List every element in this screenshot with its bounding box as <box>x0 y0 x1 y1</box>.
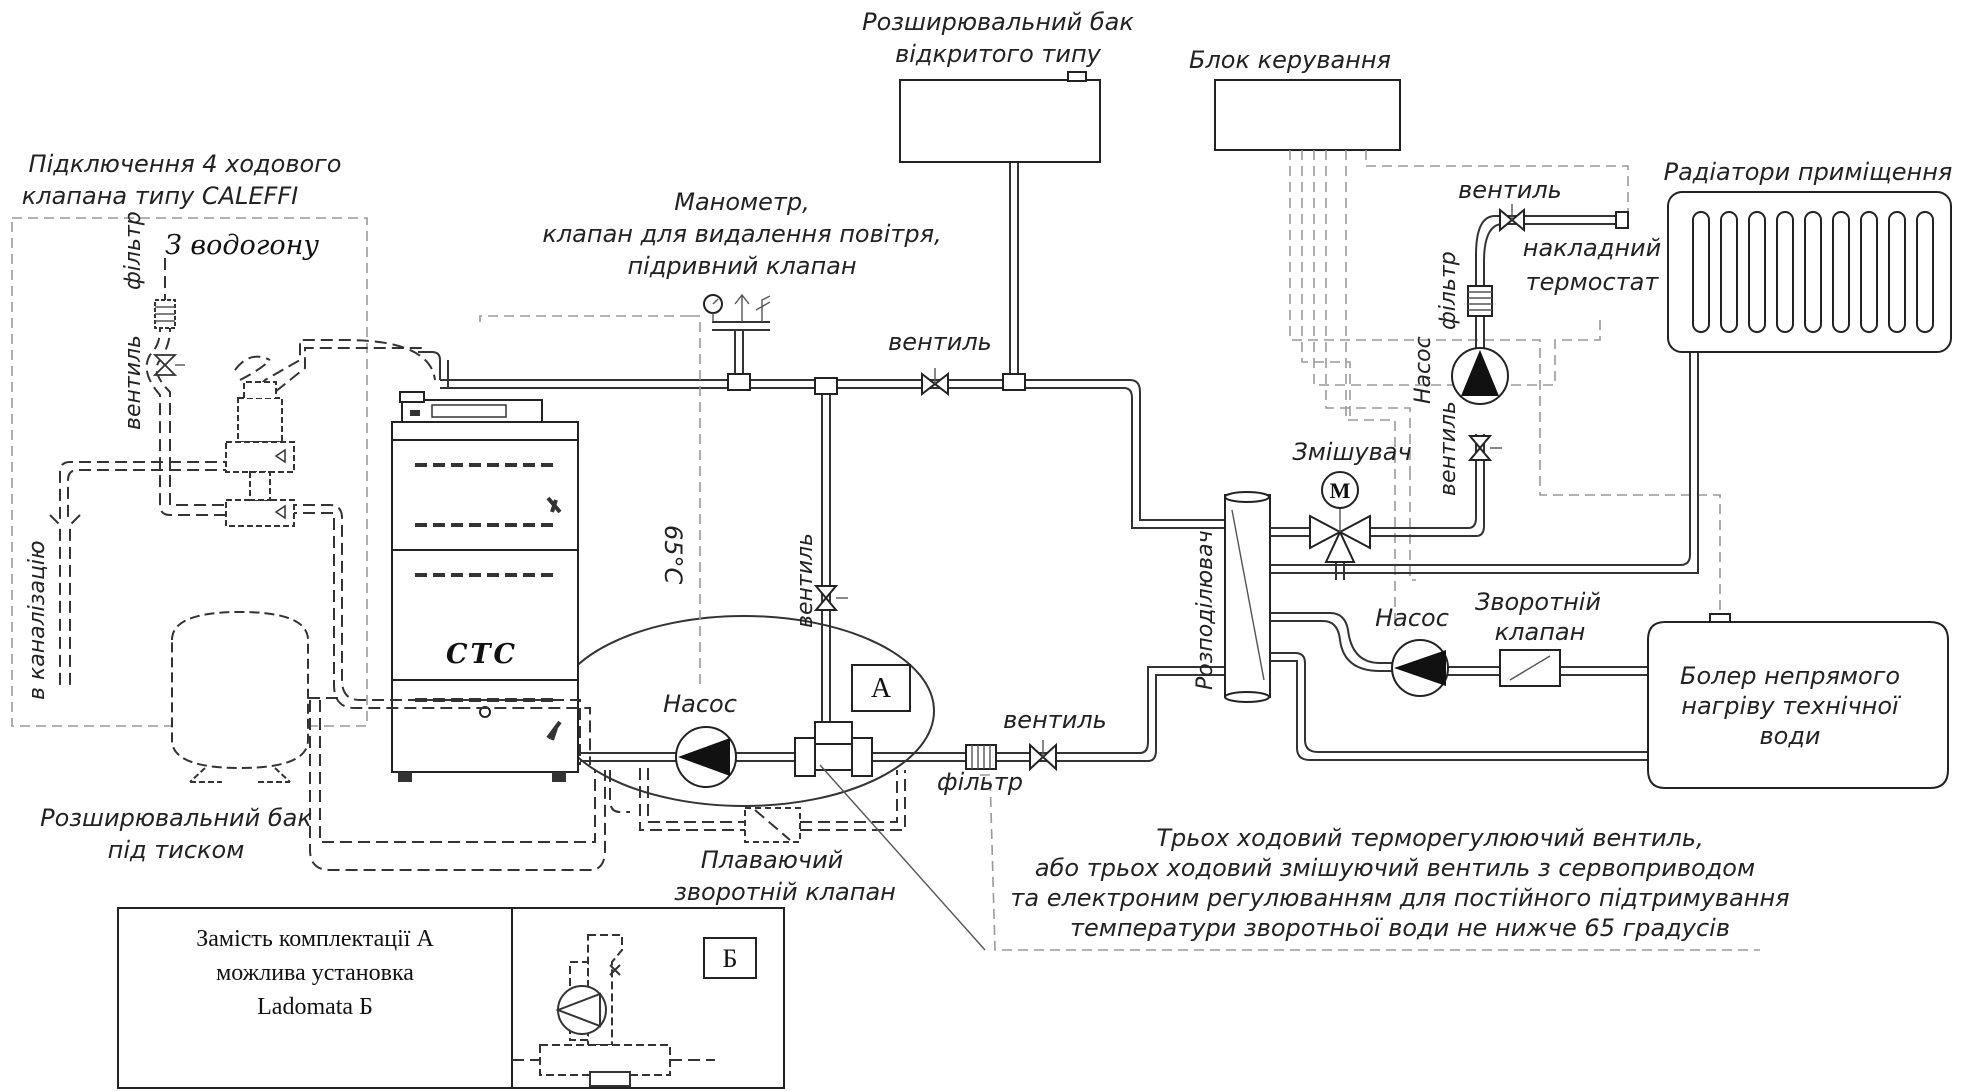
thermostat-label-2: термостат <box>1526 268 1660 296</box>
mixer-motor-icon <box>1321 471 1359 509</box>
set-a-tag <box>851 664 911 712</box>
float-check-label-2: зворотній клапан <box>674 878 896 906</box>
supply-valve-label: вентиль <box>888 328 992 356</box>
check-valve-label-2: клапан <box>1495 618 1586 646</box>
distributor-pipes <box>1270 215 1700 761</box>
radiator-valve-top-label: вентиль <box>1458 176 1562 204</box>
solid-fuel-boiler <box>391 399 579 782</box>
dhw-label-1: Болер непрямого <box>1680 662 1900 690</box>
manometer-label-1: Манометр, <box>674 188 810 216</box>
bypass-valve-label: вентиль <box>793 533 818 628</box>
float-check-valve <box>639 768 906 843</box>
return-valve-icon <box>1029 740 1057 772</box>
manometer-branch <box>703 293 771 391</box>
pressure-tank-label-2: під тиском <box>108 836 245 864</box>
pump-a-icon <box>675 726 737 788</box>
hydraulic-distributor <box>1224 491 1271 703</box>
dhw-pump-label: Насос <box>1375 604 1449 632</box>
three-way-label-1: Трьох ходовий терморегулюючий вентиль, <box>1156 824 1703 852</box>
control-unit <box>1214 79 1401 151</box>
return-filter-icon <box>965 744 997 770</box>
mixer-valve-icon <box>1309 508 1371 563</box>
radiator-valve-label: вентиль <box>1436 401 1461 496</box>
open-expansion-tank <box>899 79 1101 163</box>
ladomat-label-2: можлива установка <box>216 960 414 986</box>
pressure-tank-label-1: Розширювальний бак <box>40 804 312 832</box>
water-filter-icon <box>154 299 176 329</box>
caleffi-valve-piping <box>49 320 630 871</box>
open-tank-label-1: Розширювальний бак <box>862 8 1134 36</box>
manometer-label-3: підривний клапан <box>627 252 856 280</box>
boiler-outlet <box>399 351 449 403</box>
radiator-pump-label: Насос <box>1411 336 1436 404</box>
radiator-filter-icon <box>1467 285 1493 317</box>
water-supply-label: З водогону <box>165 230 319 261</box>
pump-a-label: Насос <box>663 690 737 718</box>
thermostat-icon <box>1615 211 1629 229</box>
three-way-label-2: або трьох ходовий змішуючий вентиль з се… <box>1035 854 1755 882</box>
supply-pipe <box>440 379 1225 529</box>
dhw-label-2: нагріву технічної <box>1681 692 1902 720</box>
three-way-label-4: температури зворотньої води не нижче 65 … <box>1070 914 1730 942</box>
open-tank-riser <box>1002 162 1026 391</box>
sewer-label: в каналізацію <box>25 540 50 700</box>
boiler-brand: СТС <box>446 639 518 670</box>
radiator-valve-icon <box>1467 435 1502 461</box>
control-wires <box>479 150 1760 951</box>
three-way-valve-icon <box>794 721 873 777</box>
return-filter-label: фільтр <box>937 768 1023 796</box>
distributor-label: Розподілювач <box>1193 530 1218 690</box>
return-pipe <box>580 666 1225 762</box>
set-b-tag <box>703 937 757 979</box>
supply-valve-icon <box>921 368 949 397</box>
set-b-label: Б <box>723 944 738 973</box>
caleffi-label-2: клапана типу CALEFFI <box>22 182 298 210</box>
ladomat-label-1: Замість комплектації А <box>196 926 434 952</box>
water-valve-label: вентиль <box>121 335 146 430</box>
safety-valve-icon <box>755 295 771 322</box>
ladomat-label-3: Ladomata Б <box>257 994 373 1020</box>
check-valve-icon <box>1499 649 1561 687</box>
ladomat-box <box>117 907 785 1089</box>
radiator-pump-icon <box>1451 347 1509 405</box>
set-a-label: А <box>871 673 892 704</box>
dhw-label-3: води <box>1759 722 1820 750</box>
dhw-tank <box>1647 613 1949 789</box>
radiator-icon <box>1667 191 1952 353</box>
open-tank-label-2: відкритого типу <box>895 40 1102 68</box>
bypass-valve-icon <box>813 585 848 611</box>
float-check-label-1: Плаваючий <box>701 846 844 874</box>
bypass-pipe <box>814 377 838 725</box>
water-filter-label: фільтр <box>121 211 146 290</box>
water-valve-icon <box>152 354 185 376</box>
mixer-motor-label: М <box>1330 478 1351 503</box>
mixer-label: Змішувач <box>1292 438 1411 466</box>
radiator-filter-label: фільтр <box>1436 251 1461 330</box>
control-unit-label: Блок керування <box>1189 46 1391 74</box>
check-valve-label-1: Зворотній <box>1475 588 1601 616</box>
thermostat-label-1: накладний <box>1523 234 1661 262</box>
dhw-pump-icon <box>1391 639 1449 697</box>
air-vent-icon <box>734 293 750 322</box>
pressure-expansion-tank <box>171 610 340 783</box>
radiators-label: Радіатори приміщення <box>1664 158 1953 186</box>
three-way-label-3: та електроним регулюванням для постійног… <box>1010 884 1789 912</box>
temperature-label: 65°С <box>659 525 687 585</box>
manometer-label-2: клапан для видалення повітря, <box>542 220 941 248</box>
return-valve-label: вентиль <box>1003 706 1107 734</box>
radiator-top-valve-icon <box>1499 204 1525 233</box>
caleffi-valve-icon <box>225 381 295 527</box>
ladomat-icon <box>512 934 715 1087</box>
caleffi-label-1: Підключення 4 ходового <box>29 150 342 178</box>
